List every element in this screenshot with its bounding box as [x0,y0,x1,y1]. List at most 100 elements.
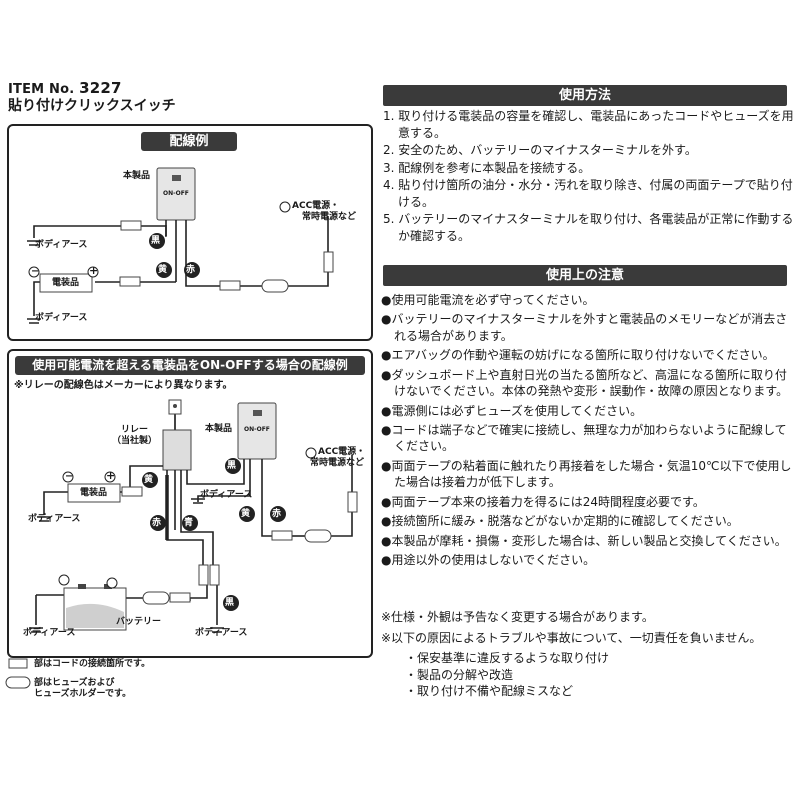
wire-red-label: 赤 [272,509,282,519]
wire-black-label: 黒 [225,598,235,608]
wire-color-tag [225,458,241,474]
caution-heading: 使用上の注意 [383,265,787,286]
wiring-example-title: 配線例 [141,132,237,151]
wire-yellow-label: 黄 [241,509,251,519]
usage-step: 3. 配線例を参考に本製品を接続する。 [383,160,591,175]
legend-fuse-1: 部はヒューズおよび [34,678,115,688]
connector [347,491,358,513]
minus-sign: − [65,471,74,482]
reason-item: ・保安基準に違反するような取り付け [405,651,610,665]
usage-step: 4. 貼り付け箇所の油分・水分・汚れを取り除き、付属の両面テープで貼り付ける。 [383,178,793,209]
legend-symbols [5,658,31,689]
wire-color-tag [223,595,239,611]
caution-item: 両面テープ本来の接着力を得るには24時間程度必要です。 [381,494,795,510]
acc-label-1: ACC電源・ [318,447,366,457]
acc-label-1: ACC電源・ [292,201,340,211]
usage-step: 1. 取り付ける電装品の容量を確認し、電装品にあったコードやヒューズを用意する。 [383,109,794,140]
wire-red-label: 赤 [152,518,162,528]
spec-note: ※仕様・外観は予告なく変更する場合があります。 [381,610,654,624]
body-earth-label: ボディアース [35,313,88,323]
caution-item: 接続箇所に緩み・脱落などがないか定期的に確認してください。 [381,513,795,529]
device-label: 電装品 [80,488,108,498]
wire-color-tag [239,506,255,522]
product-label: 本製品 [205,424,233,434]
caution-item: 用途以外の使用はしないでください。 [381,552,795,568]
product-name: 貼り付けクリックスイッチ [8,98,176,114]
item-number-value: 3227 [79,79,122,97]
wire-color-tag [184,262,200,278]
wire-color-tag [182,515,198,531]
reason-item: ・製品の分解や改造 [405,667,514,682]
device-box [67,483,121,503]
wire-color-tag [156,262,172,278]
caution-item: 両面テープの粘着面に触れたり再接着をした場合・気温10℃以下で使用した場合は接着… [381,458,795,491]
high-current-wiring-title: 使用可能電流を超える電装品をON-OFFする場合の配線例 [15,356,365,375]
caution-item: エアバッグの作動や運転の妨げになる箇所に取り付けないでください。 [381,347,795,363]
wire-color-tag [150,515,166,531]
notes-block: ※仕様・外観は予告なく変更する場合があります。 ※以下の原因によるトラブルや事故… [381,609,793,700]
fuse-holder [142,591,170,605]
product-label: 本製品 [123,171,151,181]
relay-label: リレー [121,425,149,435]
wire-red-label: 赤 [186,265,196,275]
switch-text: ON-OFF [163,190,189,197]
wiring-example-panel: 配線例 [7,124,373,341]
plus-sign: + [106,469,116,482]
acc-label-2: 常時電源など [310,458,365,468]
body-earth-label: ボディアース [200,490,253,500]
wiring-diagram-2 [29,399,358,633]
liability-note: ※以下の原因によるトラブルや事故について、一切責任を負いません。 [381,630,762,645]
body-earth-label: ボディアース [35,240,88,250]
caution-item: 電源側には必ずヒューズを使用してください。 [381,403,795,419]
battery-label: バッテリー [116,617,162,627]
caution-item: コードは端子などで確実に接続し、無理な力が加わらないように配線してください。 [381,422,795,455]
connector [169,592,191,603]
caution-item: 使用可能電流を必ず守ってください。 [381,292,795,308]
relay-color-note: ※リレーの配線色はメーカーにより異なります。 [14,380,233,391]
switch-body [237,402,277,460]
item-label: ITEM No. [8,82,75,97]
caution-item: 本製品が摩耗・損傷・変形した場合は、新しい製品と交換してください。 [381,533,795,549]
wire-color-tag [270,506,286,522]
usage-steps: 1. 取り付ける電装品の容量を確認し、電装品にあったコードやヒューズを用意する。… [383,108,795,245]
caution-list: 使用可能電流を必ず守ってください。 バッテリーのマイナスターミナルを外すと電装品… [381,292,795,572]
legend-connection: 部はコードの接続箇所です。 [34,659,151,669]
connector [271,530,293,541]
body-earth-label: ボディアース [28,514,81,524]
fuse-holder [304,529,332,543]
wire-blue-label: 青 [184,518,194,528]
relay-body [162,429,192,471]
device-label: 電装品 [52,278,80,288]
connector [219,280,241,291]
body-earth-label: ボディアース [23,628,76,638]
connector [323,251,334,273]
wire-color-tag [142,472,158,488]
connector [120,220,142,231]
connector [119,276,141,287]
plus-sign: + [89,264,99,277]
device-box [39,273,93,293]
wire-yellow-label: 黄 [144,475,154,485]
switch-lamp [172,175,181,181]
body-earth-label: ボディアース [195,628,248,638]
connector [198,564,209,586]
wire-yellow-label: 黄 [158,265,168,275]
wire-black-label: 黒 [151,236,161,246]
connector [209,564,220,586]
caution-item: バッテリーのマイナスターミナルを外すと電装品のメモリーなどが消去される場合があり… [381,311,795,344]
acc-label-2: 常時電源など [302,212,357,222]
switch-text: ON-OFF [244,426,270,433]
connector [121,486,143,497]
usage-step: 5. バッテリーのマイナスターミナルを取り付け、各電装品が正常に作動するか確認す… [383,212,794,243]
fuse-holder [261,279,289,293]
minus-sign: − [31,266,40,277]
usage-step: 2. 安全のため、バッテリーのマイナスターミナルを外す。 [383,143,697,157]
wiring-diagram-1 [27,167,334,324]
wire-black-label: 黒 [227,461,237,471]
usage-heading: 使用方法 [383,85,787,106]
wire-color-tag [149,233,165,249]
item-number: ITEM No. 3227 [8,79,122,97]
caution-item: ダッシュボード上や直射日光の当たる箇所など、高温になる箇所に取り付けないでくださ… [381,367,795,400]
legend-fuse-2: ヒューズホルダーです。 [34,689,132,699]
reason-item: ・取り付け不備や配線ミスなど [405,684,574,698]
